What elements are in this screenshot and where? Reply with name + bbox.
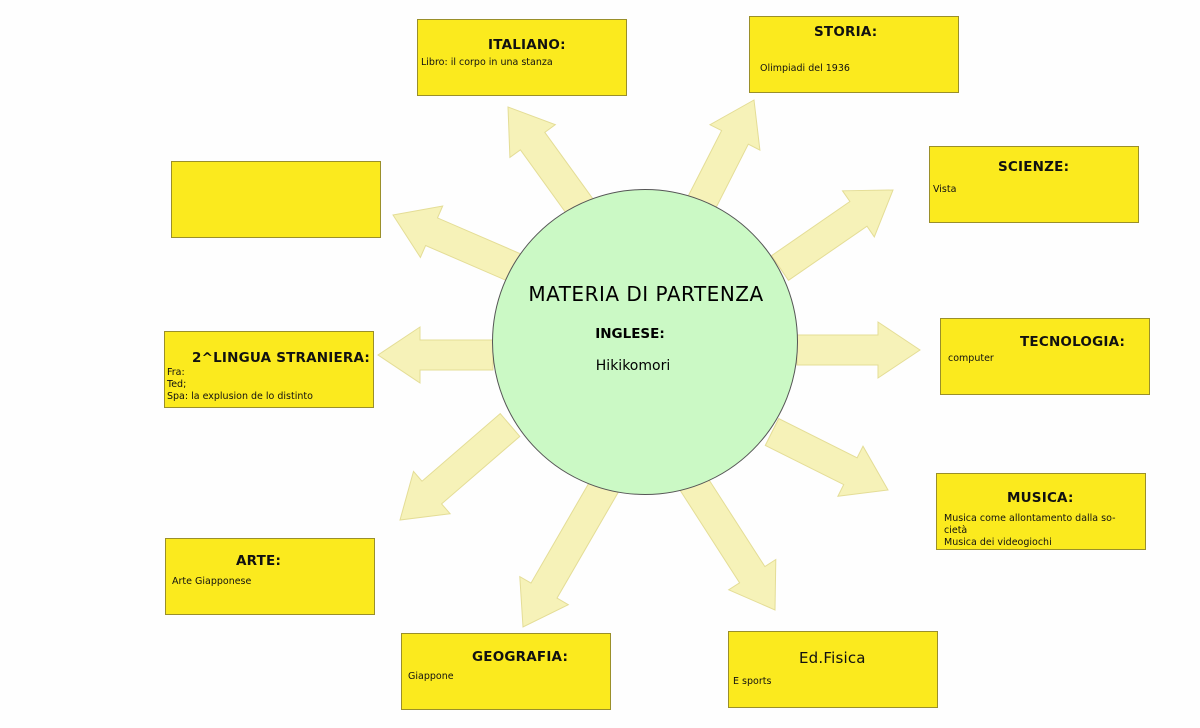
box-edfisica-title: Ed.Fisica <box>799 649 866 667</box>
box-musica-body: Musica come allontamento dalla so- cietà… <box>944 513 1116 548</box>
box-scienze: SCIENZE: Vista <box>929 146 1139 223</box>
box-empty <box>171 161 381 238</box>
arrow-to-geografia <box>519 471 622 628</box>
box-scienze-body: Vista <box>933 184 957 195</box>
box-arte-title: ARTE: <box>236 553 282 569</box>
arrow-to-arte <box>399 412 521 521</box>
arrow-to-empty <box>392 205 527 285</box>
arrow-to-lingua <box>377 326 494 384</box>
box-geografia-body: Giappone <box>408 671 454 682</box>
box-lingua-body: Fra: Ted; Spa: la explusion de lo distin… <box>167 367 313 402</box>
arrow-to-tecnologia <box>796 321 921 379</box>
box-arte-body: Arte Giapponese <box>172 576 252 587</box>
box-ed-fisica: Ed.Fisica E sports <box>728 631 938 708</box>
box-musica: MUSICA: Musica come allontamento dalla s… <box>936 473 1146 550</box>
box-arte: ARTE: Arte Giapponese <box>165 538 375 615</box>
box-tecnologia-body: computer <box>948 353 994 364</box>
arrow-to-scienze <box>770 189 894 281</box>
box-musica-title: MUSICA: <box>1007 490 1074 506</box>
center-subject: INGLESE: <box>595 326 665 342</box>
center-circle: MATERIA DI PARTENZA INGLESE: Hikikomori <box>492 189 798 495</box>
box-geografia-title: GEOGRAFIA: <box>472 649 569 665</box>
box-italiano-title: ITALIANO: <box>488 37 566 53</box>
box-storia-title: STORIA: <box>814 24 878 40</box>
box-lingua-straniera: 2^LINGUA STRANIERA: Fra: Ted; Spa: la ex… <box>164 331 374 408</box>
box-tecnologia: TECNOLOGIA: computer <box>940 318 1150 395</box>
arrow-to-storia <box>685 99 761 214</box>
center-topic: Hikikomori <box>595 358 671 374</box>
box-tecnologia-title: TECNOLOGIA: <box>1020 334 1126 350</box>
center-title: MATERIA DI PARTENZA <box>528 282 764 306</box>
box-storia-body: Olimpiadi del 1936 <box>760 63 850 74</box>
box-geografia: GEOGRAFIA: Giappone <box>401 633 611 710</box>
arrow-to-ed-fisica <box>676 469 777 611</box>
arrow-to-musica <box>764 417 889 497</box>
box-edfisica-body: E sports <box>733 676 772 687</box>
box-italiano-body: Libro: il corpo in una stanza <box>421 57 553 68</box>
box-scienze-title: SCIENZE: <box>998 159 1070 175</box>
box-lingua-title: 2^LINGUA STRANIERA: <box>192 350 371 366</box>
box-storia: STORIA: Olimpiadi del 1936 <box>749 16 959 93</box>
box-italiano: ITALIANO: Libro: il corpo in una stanza <box>417 19 627 96</box>
